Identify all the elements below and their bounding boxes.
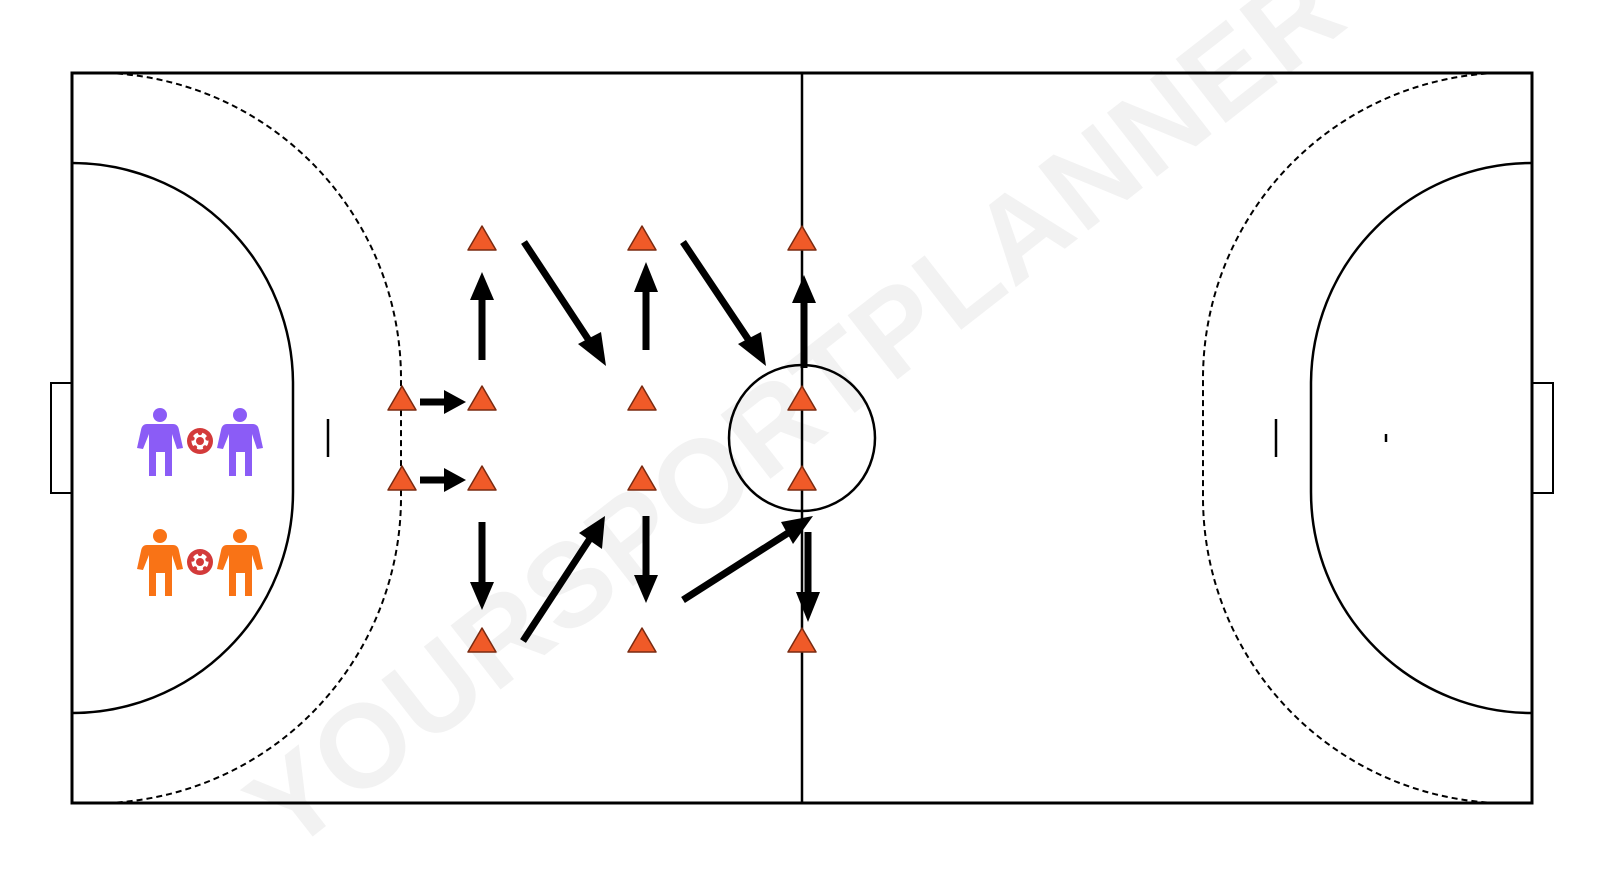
arrow-icon	[520, 516, 605, 643]
cone-icon	[467, 627, 497, 653]
cone-icon	[787, 225, 817, 251]
cone-icon	[787, 465, 817, 491]
cone-icon	[627, 465, 657, 491]
court-lines	[50, 71, 1554, 805]
cone-icon	[387, 465, 417, 491]
arrow-icon	[470, 272, 494, 360]
movement-arrows	[420, 240, 820, 643]
left-goal-area	[71, 161, 295, 715]
cone-icon	[787, 385, 817, 411]
left-free-throw-line	[106, 73, 403, 803]
cone-icon	[467, 225, 497, 251]
cones	[387, 225, 817, 653]
right-free-throw-line	[1201, 73, 1498, 803]
arrow-icon	[680, 240, 766, 366]
cone-icon	[467, 465, 497, 491]
arrow-icon	[792, 275, 816, 368]
arrow-icon	[634, 516, 658, 603]
arrow-icon	[521, 240, 606, 366]
person-icon	[217, 529, 263, 596]
cone-icon	[627, 627, 657, 653]
arrow-icon	[420, 468, 466, 492]
arrow-icon	[634, 262, 658, 350]
arrow-icon	[681, 516, 813, 603]
orange-group	[137, 529, 263, 596]
person-icon	[217, 408, 263, 476]
right-goal	[1531, 382, 1554, 494]
person-icon	[137, 529, 183, 596]
person-icon	[137, 408, 183, 476]
arrow-icon	[796, 532, 820, 622]
arrow-icon	[420, 390, 466, 414]
right-goal-area	[1309, 161, 1533, 715]
purple-group	[137, 408, 263, 476]
cone-icon	[627, 385, 657, 411]
arrow-icon	[470, 522, 494, 610]
cone-icon	[627, 225, 657, 251]
ball-icon	[187, 549, 213, 575]
ball-icon	[187, 428, 213, 454]
watermark-text: YOURSPORTPLANNER	[223, 0, 1368, 874]
cone-icon	[387, 385, 417, 411]
cone-icon	[467, 385, 497, 411]
cone-icon	[787, 627, 817, 653]
left-goal	[50, 382, 73, 494]
